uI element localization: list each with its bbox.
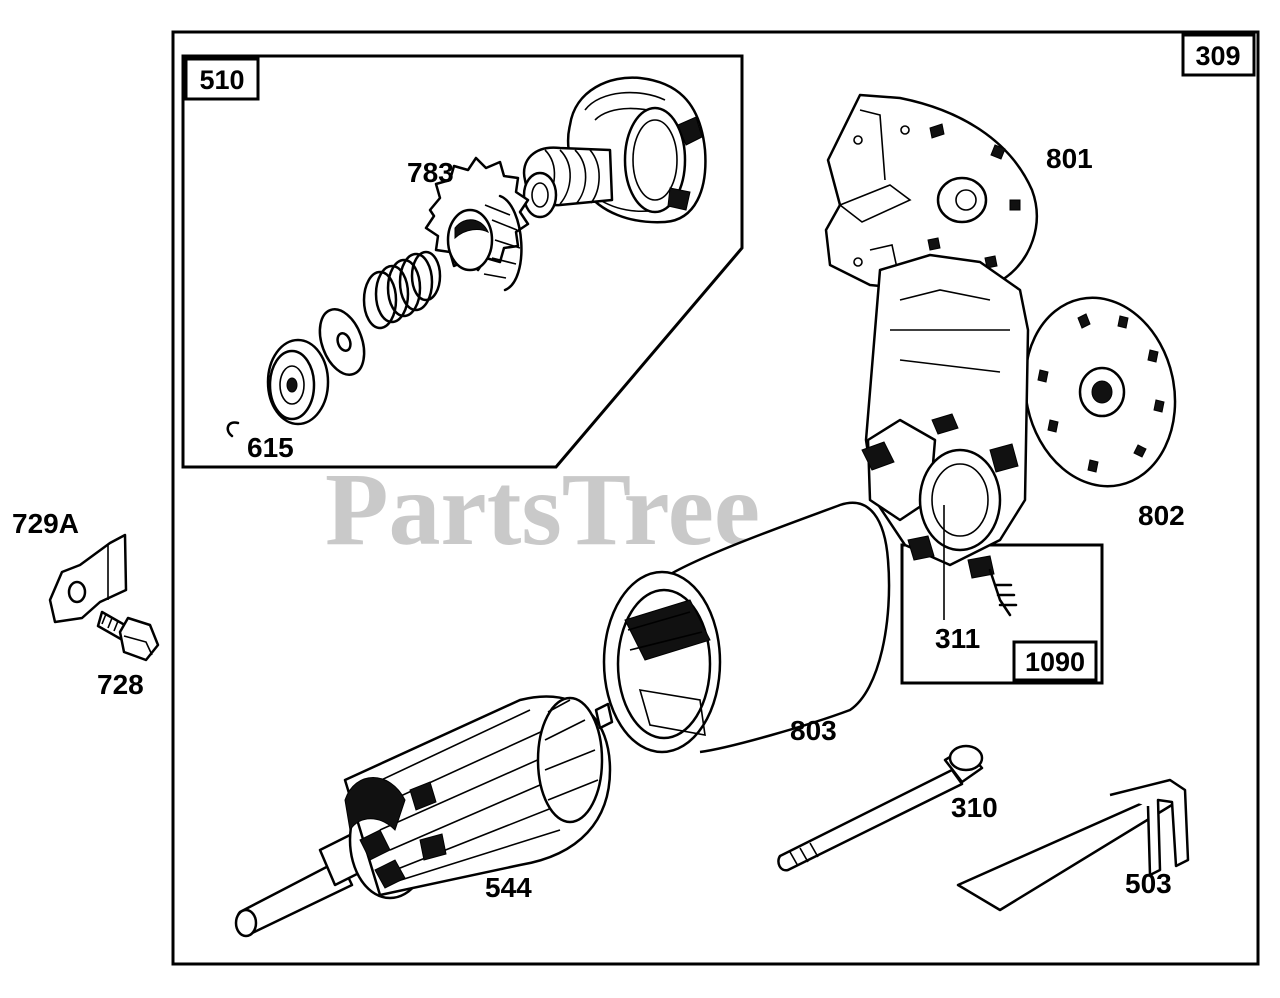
box-label-309[interactable]: 309	[1181, 33, 1256, 77]
drive-housing-part[interactable]	[522, 76, 707, 224]
label-801[interactable]: 801	[1046, 143, 1093, 174]
drive-spring-part[interactable]	[362, 250, 442, 330]
main-assembly-frame	[171, 30, 1260, 966]
lockplate-part[interactable]	[48, 533, 128, 624]
stop-collar-part[interactable]	[266, 338, 330, 426]
watermark: PartsTree	[325, 452, 760, 567]
brush-holder-part[interactable]	[861, 253, 1030, 617]
pinion-gear-part[interactable]	[424, 156, 530, 292]
label-615[interactable]: 615	[247, 432, 294, 463]
end-plate-part[interactable]	[1008, 284, 1192, 501]
brush-assembly-frame	[900, 543, 1104, 685]
label-783[interactable]: 783	[407, 157, 454, 188]
label-311[interactable]: 311	[935, 623, 980, 654]
label-729a[interactable]: 729A	[12, 508, 79, 539]
box-label-510[interactable]: 510	[184, 57, 260, 101]
box-510-text: 510	[199, 65, 244, 95]
retaining-ring-part[interactable]	[226, 421, 240, 438]
label-803[interactable]: 803	[790, 715, 837, 746]
box-1090-text: 1090	[1025, 647, 1085, 677]
box-309-text: 309	[1195, 41, 1240, 71]
drive-washer-part[interactable]	[312, 303, 373, 381]
field-frame-part[interactable]	[602, 501, 891, 754]
label-544[interactable]: 544	[485, 872, 532, 903]
label-503[interactable]: 503	[1125, 868, 1172, 899]
hex-bolt-part[interactable]	[96, 610, 160, 662]
bracket-part[interactable]	[956, 778, 1190, 912]
drive-assembly-frame	[181, 54, 744, 469]
box-label-1090[interactable]: 1090	[1012, 640, 1098, 682]
through-bolt-part[interactable]	[777, 744, 984, 872]
label-728[interactable]: 728	[97, 669, 144, 700]
end-cap-part[interactable]	[824, 93, 1039, 294]
armature-part[interactable]	[234, 695, 614, 938]
label-802[interactable]: 802	[1138, 500, 1185, 531]
label-310[interactable]: 310	[951, 792, 998, 823]
